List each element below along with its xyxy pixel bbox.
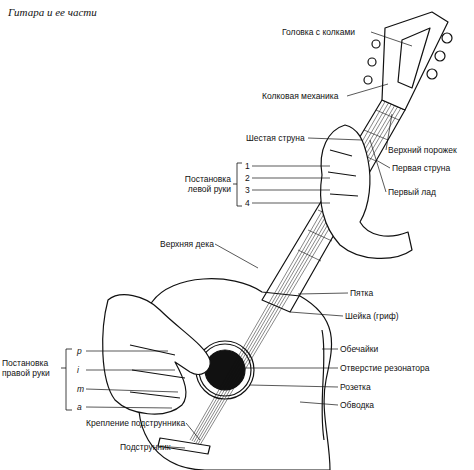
callout-number: 3 bbox=[245, 185, 250, 195]
guitar-head bbox=[382, 12, 448, 110]
strings bbox=[190, 100, 401, 445]
body-binding bbox=[322, 330, 324, 440]
part-label: Верхний порожек bbox=[388, 145, 457, 155]
bracket bbox=[233, 163, 242, 206]
part-label: Постановка левой руки bbox=[175, 174, 231, 194]
part-label: Колковая механика bbox=[262, 91, 338, 101]
part-label: Обводка bbox=[340, 400, 374, 410]
finger-letter: p bbox=[77, 346, 82, 356]
part-label: Головка с колками bbox=[282, 27, 355, 37]
part-label: Шейка (гриф) bbox=[345, 311, 399, 321]
part-label: Подструнник bbox=[120, 442, 171, 452]
finger-letter: i bbox=[77, 365, 79, 375]
part-label: Постановка правой руки bbox=[2, 358, 60, 378]
part-label: Пятка bbox=[350, 288, 373, 298]
head-slot bbox=[398, 28, 430, 88]
diagram-title: Гитара и ее части bbox=[8, 6, 97, 18]
part-label: Верхняя дека bbox=[160, 239, 214, 249]
callout-number: 2 bbox=[245, 173, 250, 183]
callout-number: 4 bbox=[245, 198, 250, 208]
callout-number: 1 bbox=[245, 161, 250, 171]
part-label: Отверстие резонатора bbox=[340, 363, 429, 373]
finger-letter: a bbox=[77, 402, 82, 412]
part-label: Первая струна bbox=[392, 163, 450, 173]
part-label: Обечайки bbox=[340, 344, 378, 354]
finger-letter: m bbox=[77, 384, 84, 394]
bracket bbox=[61, 349, 72, 410]
part-label: Шестая струна bbox=[246, 133, 305, 143]
leader-lines bbox=[86, 32, 412, 448]
part-label: Первый лад bbox=[388, 187, 436, 197]
part-label: Розетка bbox=[340, 382, 371, 392]
part-label: Крепление подструнника bbox=[86, 418, 185, 428]
left-hand bbox=[328, 150, 358, 196]
right-hand bbox=[130, 345, 185, 398]
tuning-pegs bbox=[364, 33, 452, 84]
right-hand bbox=[103, 295, 211, 414]
